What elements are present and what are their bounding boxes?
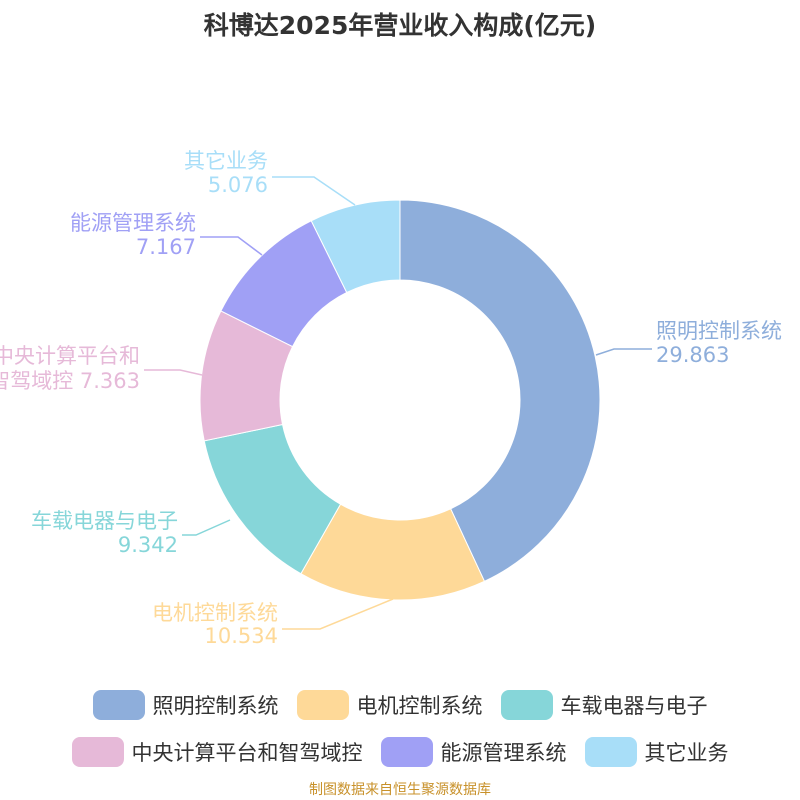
legend-label: 车载电器与电子 <box>560 694 708 718</box>
data-label-value: 9.342 <box>118 533 178 557</box>
legend-swatch <box>71 737 124 767</box>
data-label: 其它业务 <box>184 149 268 173</box>
legend-label: 中央计算平台和智驾域控 <box>131 741 363 765</box>
legend-swatch <box>92 690 145 720</box>
data-label-value: 5.076 <box>208 173 268 197</box>
leader-line <box>144 369 203 376</box>
leader-line <box>272 176 356 206</box>
legend-item[interactable]: 其它业务 <box>584 737 729 767</box>
legend-row-1: 照明控制系统 电机控制系统 车载电器与电子 <box>0 690 800 720</box>
data-label: 电机控制系统 <box>152 601 278 625</box>
legend-label: 电机控制系统 <box>356 694 483 718</box>
legend-label: 照明控制系统 <box>152 694 279 718</box>
data-label-value: 7.167 <box>136 235 196 259</box>
data-label-value: 10.534 <box>205 624 278 648</box>
leader-line <box>182 519 231 536</box>
data-label: 照明控制系统 <box>656 319 782 343</box>
legend-swatch <box>296 690 349 720</box>
legend-item[interactable]: 电机控制系统 <box>296 690 483 720</box>
data-label: 智驾域控 7.363 <box>0 369 140 393</box>
data-label-value: 29.863 <box>656 343 729 367</box>
leader-line <box>595 348 652 356</box>
data-label: 能源管理系统 <box>70 211 196 235</box>
source-note: 制图数据来自恒生聚源数据库 <box>309 782 491 798</box>
legend-item[interactable]: 能源管理系统 <box>380 737 567 767</box>
leader-line <box>200 236 263 256</box>
donut-slice[interactable] <box>310 199 401 294</box>
legend-item[interactable]: 车载电器与电子 <box>500 690 708 720</box>
legend-swatch <box>500 690 553 720</box>
legend-item[interactable]: 照明控制系统 <box>92 690 279 720</box>
data-label: 车载电器与电子 <box>31 509 178 533</box>
legend-swatch <box>584 737 637 767</box>
legend-label: 其它业务 <box>644 741 729 765</box>
legend-swatch <box>380 737 433 767</box>
chart-title: 科博达2025年营业收入构成(亿元) <box>203 11 597 40</box>
data-label: 中央计算平台和 <box>0 344 140 368</box>
legend-item[interactable]: 中央计算平台和智驾域控 <box>71 737 363 767</box>
leader-line <box>282 598 394 630</box>
legend-label: 能源管理系统 <box>440 741 567 765</box>
donut-slice[interactable] <box>399 199 601 582</box>
legend-row-2: 中央计算平台和智驾域控 能源管理系统 其它业务 <box>0 737 800 767</box>
